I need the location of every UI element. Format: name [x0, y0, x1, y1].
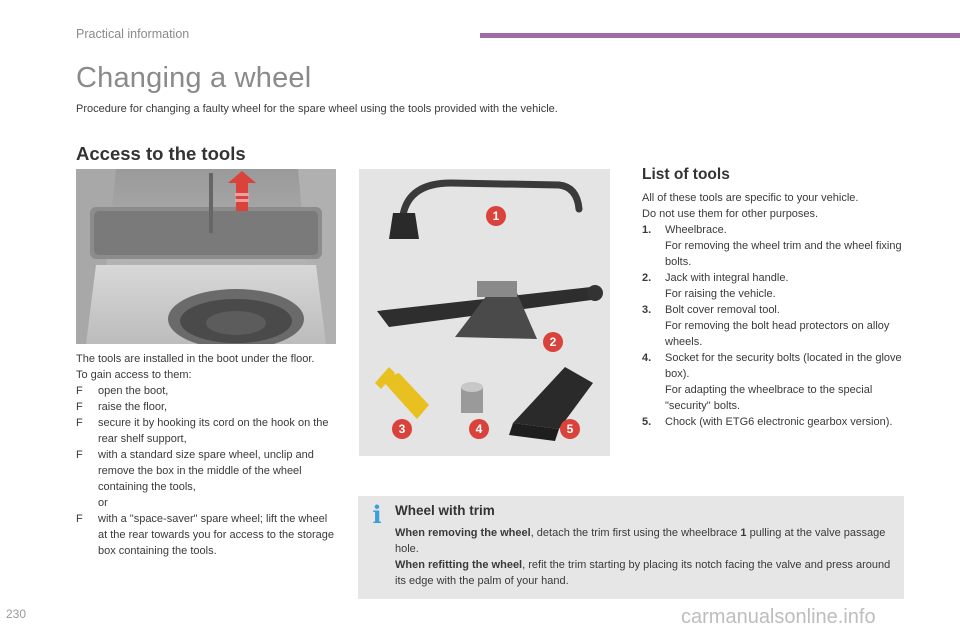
- boot-instructions: The tools are installed in the boot unde…: [76, 351, 338, 559]
- list-intro-1: All of these tools are specific to your …: [642, 192, 859, 204]
- boot-para-1: The tools are installed in the boot unde…: [76, 353, 315, 365]
- bullet-text: with a "space-saver" spare wheel; lift t…: [98, 513, 335, 557]
- header-accent-bar: [480, 33, 960, 38]
- removing-number: 1: [740, 527, 747, 539]
- or-separator: or: [76, 495, 338, 511]
- list-item: 1. Wheelbrace. For removing the wheel tri…: [642, 222, 907, 270]
- removing-label: When removing the wheel: [395, 527, 531, 539]
- or-text: or: [98, 497, 108, 509]
- bullet-text: with a standard size spare wheel, unclip…: [98, 449, 314, 493]
- bullet-text: raise the floor,: [98, 401, 168, 413]
- item-number: 4.: [642, 352, 652, 364]
- item-desc: For adapting the wheelbrace to the speci…: [665, 384, 873, 412]
- watermark: carmanualsonline.info: [681, 606, 876, 628]
- list-item: F with a "space-saver" spare wheel; lift…: [76, 511, 338, 559]
- list-item: F secure it by hooking its cord on the h…: [76, 415, 338, 447]
- wheel-trim-info-box: i Wheel with trim When removing the whee…: [358, 496, 904, 599]
- item-name: Bolt cover removal tool.: [665, 304, 780, 316]
- refitting-text: , refit the trim starting by placing its…: [395, 559, 891, 587]
- list-item: 3. Bolt cover removal tool. For removing …: [642, 302, 907, 350]
- tools-photo: 1 2 3 4 5: [359, 169, 610, 456]
- boot-photo: [76, 169, 336, 344]
- item-name: Wheelbrace.: [665, 224, 727, 236]
- list-item: F open the boot,: [76, 383, 338, 399]
- item-name: Chock (with ETG6 electronic gearbox vers…: [665, 416, 893, 428]
- tool-callout: 4: [469, 419, 489, 439]
- item-name: Socket for the security bolts (located i…: [665, 352, 902, 380]
- removing-text-b: pulling at the valve passage hole.: [395, 527, 886, 555]
- tool-callout: 5: [560, 419, 580, 439]
- list-heading: List of tools: [642, 166, 730, 183]
- list-item: F with a standard size spare wheel, uncl…: [76, 447, 338, 495]
- boot-para-2: To gain access to them:: [76, 369, 192, 381]
- tools-list: All of these tools are specific to your …: [642, 190, 907, 430]
- list-item: 5. Chock (with ETG6 electronic gearbox v…: [642, 414, 907, 430]
- list-item: F raise the floor,: [76, 399, 338, 415]
- item-number: 1.: [642, 224, 652, 236]
- bullet-icon: F: [76, 449, 83, 461]
- section-header: Practical information: [76, 27, 190, 41]
- page-number: 230: [6, 607, 27, 621]
- page-title: Changing a wheel: [76, 62, 312, 94]
- bullet-icon: F: [76, 417, 83, 429]
- removing-text-a: , detach the trim first using the wheelb…: [530, 527, 741, 539]
- trim-title: Wheel with trim: [395, 503, 495, 518]
- item-number: 3.: [642, 304, 652, 316]
- item-desc: For removing the wheel trim and the whee…: [665, 240, 902, 268]
- bullet-text: secure it by hooking its cord on the hoo…: [98, 417, 329, 445]
- tool-callout: 2: [543, 332, 563, 352]
- bullet-icon: F: [76, 385, 83, 397]
- list-item: 4. Socket for the security bolts (locate…: [642, 350, 907, 414]
- list-intro-2: Do not use them for other purposes.: [642, 208, 819, 220]
- bullet-text: open the boot,: [98, 385, 169, 397]
- tool-callout: 3: [392, 419, 412, 439]
- intro-text: Procedure for changing a faulty wheel fo…: [76, 103, 558, 115]
- access-heading: Access to the tools: [76, 143, 246, 164]
- item-number: 5.: [642, 416, 652, 428]
- info-icon: i: [372, 500, 382, 529]
- refitting-label: When refitting the wheel: [395, 559, 523, 571]
- trim-text: When removing the wheel, detach the trim…: [395, 525, 897, 589]
- item-desc: For removing the bolt head protectors on…: [665, 320, 890, 348]
- bullet-icon: F: [76, 401, 83, 413]
- item-desc: For raising the vehicle.: [665, 288, 776, 300]
- bullet-icon: F: [76, 513, 83, 525]
- list-item: 2. Jack with integral handle. For raising…: [642, 270, 907, 302]
- item-number: 2.: [642, 272, 652, 284]
- tool-callout: 1: [486, 206, 506, 226]
- item-name: Jack with integral handle.: [665, 272, 789, 284]
